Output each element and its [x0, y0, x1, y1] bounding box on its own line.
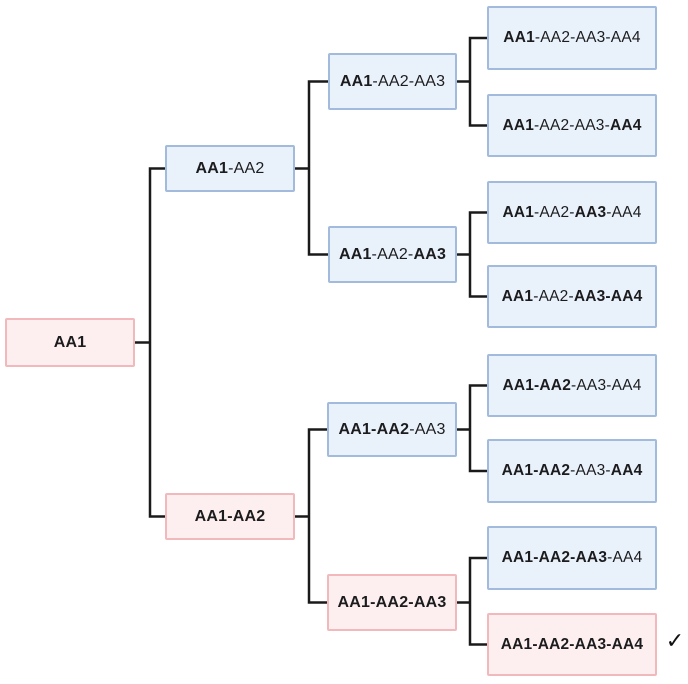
tree-node-leaf-4: AA1-AA2-AA3-AA4 [487, 265, 657, 328]
node-label-part: -AA3 [409, 420, 446, 438]
tree-node-root-aa1: AA1 [5, 318, 135, 367]
node-label-part: -AA2- [371, 245, 414, 263]
tree-node-leaf-2: AA1-AA2-AA3-AA4 [487, 94, 657, 157]
tree-node-aa1-aa2-upper: AA1-AA2 [165, 145, 295, 192]
tree-node-leaf-5: AA1-AA2-AA3-AA4 [487, 354, 657, 417]
node-label-part: -AA4 [607, 549, 643, 566]
node-label-part: AA4 [610, 462, 643, 479]
node-label-part: AA1-AA2 [338, 420, 410, 438]
node-label-part: -AA3-AA4 [571, 376, 642, 394]
node-label-part: -AA3- [570, 462, 611, 479]
tree-node-aa1-aa2-lower: AA1-AA2 [165, 493, 295, 540]
connector-level3-1 [455, 36, 489, 127]
node-label-part: AA1-AA2 [501, 462, 571, 479]
connector-root [133, 167, 167, 518]
checkmark-icon: ✓ [665, 628, 685, 653]
node-label-part: -AA2- [533, 287, 574, 305]
node-label-part: AA3 [413, 245, 447, 263]
tree-node-leaf-3: AA1-AA2-AA3-AA4 [487, 181, 657, 244]
node-label-part: AA1-AA2-AA3 [337, 593, 447, 611]
node-label-part: AA1-AA2 [194, 507, 266, 525]
connector-level2-lower [293, 428, 329, 604]
connector-level3-3 [455, 384, 489, 473]
node-label-part: AA3-AA4 [573, 287, 643, 305]
node-label-part: -AA4 [606, 203, 642, 221]
tree-node-leaf-6: AA1-AA2-AA3-AA4 [487, 439, 657, 503]
tree-node-leaf-7: AA1-AA2-AA3-AA4 [487, 526, 657, 590]
tree-node-leaf-1: AA1-AA2-AA3-AA4 [487, 6, 657, 70]
tree-node-aa1-aa2-aa3-4: AA1-AA2-AA3 [327, 574, 457, 631]
node-label-part: -AA2-AA3-AA4 [534, 29, 641, 46]
node-label-part: -AA2-AA3- [534, 116, 610, 134]
node-label-part: AA1 [503, 29, 535, 46]
node-label-part: AA1-AA2 [502, 376, 572, 394]
tree-node-leaf-8: AA1-AA2-AA3-AA4 [487, 613, 657, 676]
node-label-part: -AA2 [228, 159, 265, 177]
connector-level3-2 [455, 211, 489, 298]
node-label-part: AA1 [339, 72, 373, 90]
node-label-part: AA1 [53, 333, 87, 351]
tree-node-aa1-aa2-aa3-3: AA1-AA2-AA3 [327, 402, 457, 457]
connector-level2-upper [293, 80, 330, 256]
node-label-part: AA3 [574, 203, 607, 221]
node-label-part: AA1-AA2-AA3 [501, 549, 608, 566]
node-label-part: -AA2-AA3 [372, 72, 446, 90]
node-label-part: AA1 [502, 116, 535, 134]
node-label-part: AA1 [502, 203, 535, 221]
node-label-part: AA4 [609, 116, 642, 134]
node-label-part: AA1 [338, 245, 372, 263]
node-label-part: AA1 [501, 287, 534, 305]
node-label-part: -AA2- [534, 203, 575, 221]
node-label-part: AA1 [195, 159, 229, 177]
node-label-part: AA1-AA2-AA3-AA4 [500, 635, 644, 653]
tree-node-aa1-aa2-aa3-2: AA1-AA2-AA3 [328, 226, 457, 283]
tree-node-aa1-aa2-aa3-1: AA1-AA2-AA3 [328, 53, 457, 110]
connector-level3-4 [455, 556, 489, 646]
